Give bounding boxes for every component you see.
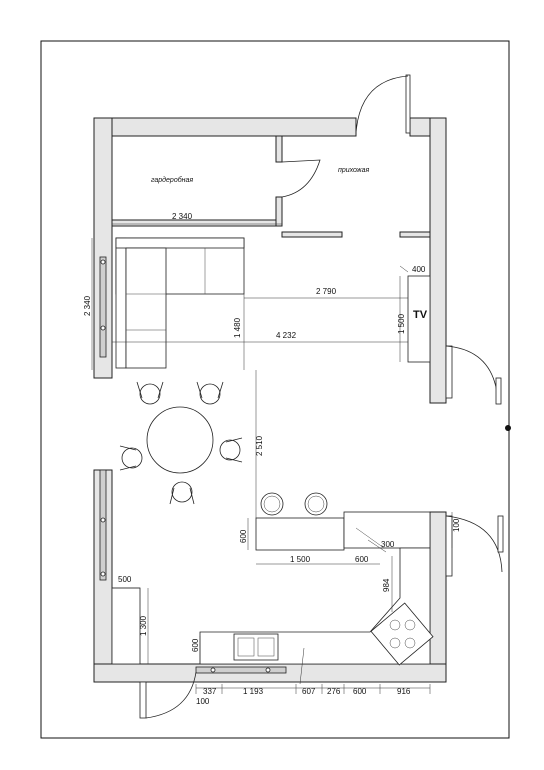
dim-bottom-276: 276	[327, 687, 341, 696]
dim-island-depth: 600	[239, 529, 248, 543]
dim-room-width: 4 232	[276, 331, 297, 340]
dim-table-zone: 2 510	[255, 435, 264, 456]
dim-sofa-to-tv: 2 790	[316, 287, 337, 296]
window-left-upper	[99, 256, 107, 358]
tv-unit: TV	[407, 275, 431, 363]
dim-diag-984: 984	[382, 578, 391, 592]
wardrobe-door	[281, 159, 321, 198]
dim-bottom-600: 600	[353, 687, 367, 696]
chair	[196, 381, 224, 405]
room-label-wardrobe: гардеробная	[151, 176, 193, 184]
tall-cabinet	[111, 587, 141, 665]
marker-dot	[505, 425, 511, 431]
bottom-left-door	[139, 671, 197, 719]
dim-bottom-337: 337	[203, 687, 217, 696]
window-left-lower	[99, 469, 107, 581]
dimension-lines	[91, 223, 453, 694]
window-bottom	[195, 666, 287, 674]
drawing-frame	[40, 40, 510, 739]
dim-left-wall: 2 340	[83, 295, 92, 316]
sofa	[115, 237, 245, 369]
dim-tv-depth: 400	[412, 265, 426, 274]
dim-tv-length: 1 500	[397, 313, 406, 334]
dim-cabinet-length: 1 300	[139, 615, 148, 636]
chair	[169, 481, 195, 505]
dining-chairs	[119, 381, 243, 505]
kitchen-island	[255, 517, 345, 551]
tv-label: TV	[413, 309, 428, 321]
dim-counter-depth: 600	[191, 638, 200, 652]
balcony-door-upper	[445, 345, 502, 405]
dimension-labels: 2 340 2 340 2 790 1 480 4 232 1 500 400 …	[83, 212, 461, 706]
dim-bottom-607: 607	[302, 687, 316, 696]
dim-cabinet-width: 500	[118, 575, 132, 584]
entrance-door	[355, 74, 411, 134]
chair	[136, 381, 164, 405]
kitchen-sink	[233, 633, 279, 661]
dim-wardrobe-width: 2 340	[172, 212, 193, 221]
dim-bottom-916: 916	[397, 687, 411, 696]
room-label-hallway: прихожая	[338, 167, 370, 174]
dim-island-end: 600	[355, 555, 369, 564]
dim-right-window: 100	[452, 518, 461, 532]
cooktop	[370, 602, 434, 666]
dim-door-100: 100	[196, 697, 210, 706]
chair	[119, 445, 143, 471]
dim-island-length: 1 500	[290, 555, 311, 564]
walls	[93, 117, 447, 683]
dim-sofa-depth: 1 480	[233, 317, 242, 338]
dim-diag-300: 300	[381, 540, 395, 549]
chair	[219, 437, 243, 463]
dining-table	[146, 406, 214, 474]
dim-bottom-1193: 1 193	[243, 687, 264, 696]
bar-stools	[260, 492, 328, 516]
